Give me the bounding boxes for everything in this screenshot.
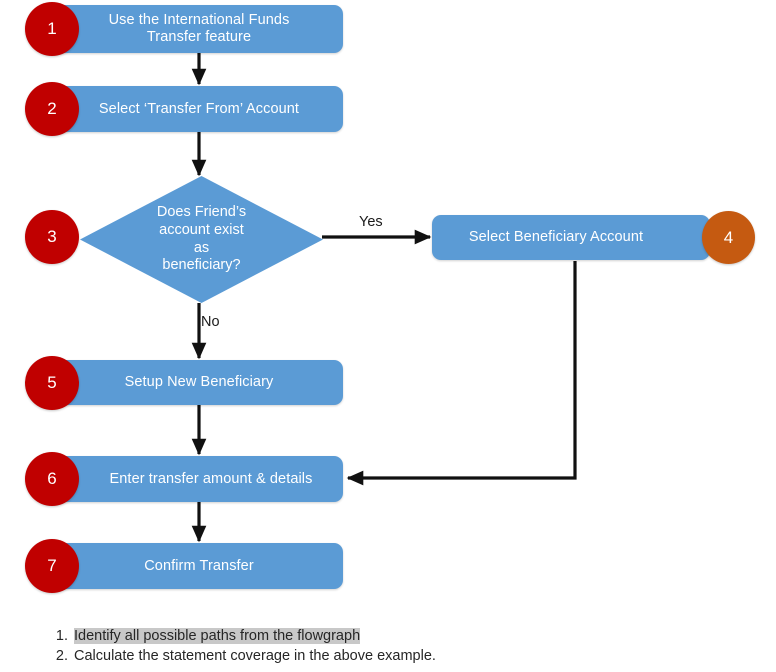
note-item-2-text: Calculate the statement coverage in the … <box>74 648 436 664</box>
node-6-process[interactable]: Enter transfer amount & details <box>55 456 343 502</box>
node-1-step-number: 1 <box>47 19 57 38</box>
node-1-process[interactable]: Use the International Funds Transfer fea… <box>55 5 343 53</box>
node-3-step-badge: 3 <box>25 210 79 264</box>
edge-label-yes-text: Yes <box>359 214 383 230</box>
node-5-label: Setup New Beneficiary <box>124 374 274 391</box>
node-4-step-number: 4 <box>723 227 734 247</box>
node-7-process[interactable]: Confirm Transfer <box>55 543 343 589</box>
node-6-step-badge: 6 <box>25 452 79 506</box>
node-6-step-number: 6 <box>47 469 57 488</box>
node-4-process[interactable]: Select Beneficiary Account <box>432 215 710 260</box>
node-2-step-badge: 2 <box>25 82 79 136</box>
node-3-decision[interactable]: Does Friend’s account exist as beneficia… <box>80 176 323 303</box>
node-7-label: Confirm Transfer <box>144 557 254 574</box>
node-1-label: Use the International Funds Transfer fea… <box>108 12 290 45</box>
edge-label-no-text: No <box>201 314 220 330</box>
node-5-step-badge: 5 <box>25 356 79 410</box>
note-item-1-text: Identify all possible paths from the flo… <box>74 628 361 644</box>
node-1-step-badge: 1 <box>25 2 79 56</box>
node-4-label: Select Beneficiary Account <box>468 229 644 246</box>
node-2-step-number: 2 <box>47 99 57 118</box>
node-3-step-number: 3 <box>47 227 57 246</box>
notes-ordered-list: Identify all possible paths from the flo… <box>48 626 436 666</box>
node-6-label: Enter transfer amount & details <box>109 470 313 487</box>
node-2-process[interactable]: Select ‘Transfer From’ Account <box>55 86 343 132</box>
note-item-2: Calculate the statement coverage in the … <box>72 646 436 666</box>
diamond-shape-icon <box>80 176 323 303</box>
note-item-1: Identify all possible paths from the flo… <box>72 626 436 646</box>
notes-list: Identify all possible paths from the flo… <box>48 626 436 666</box>
edge-label-no: No <box>201 314 220 330</box>
node-7-step-number: 7 <box>47 556 57 575</box>
node-2-label: Select ‘Transfer From’ Account <box>98 100 300 117</box>
edge-label-yes: Yes <box>359 214 383 230</box>
node-4-step-badge: 4 <box>702 211 755 264</box>
node-7-step-badge: 7 <box>25 539 79 593</box>
edge-n4-n6 <box>346 261 577 486</box>
node-5-step-number: 5 <box>47 373 57 392</box>
node-5-process[interactable]: Setup New Beneficiary <box>55 360 343 405</box>
